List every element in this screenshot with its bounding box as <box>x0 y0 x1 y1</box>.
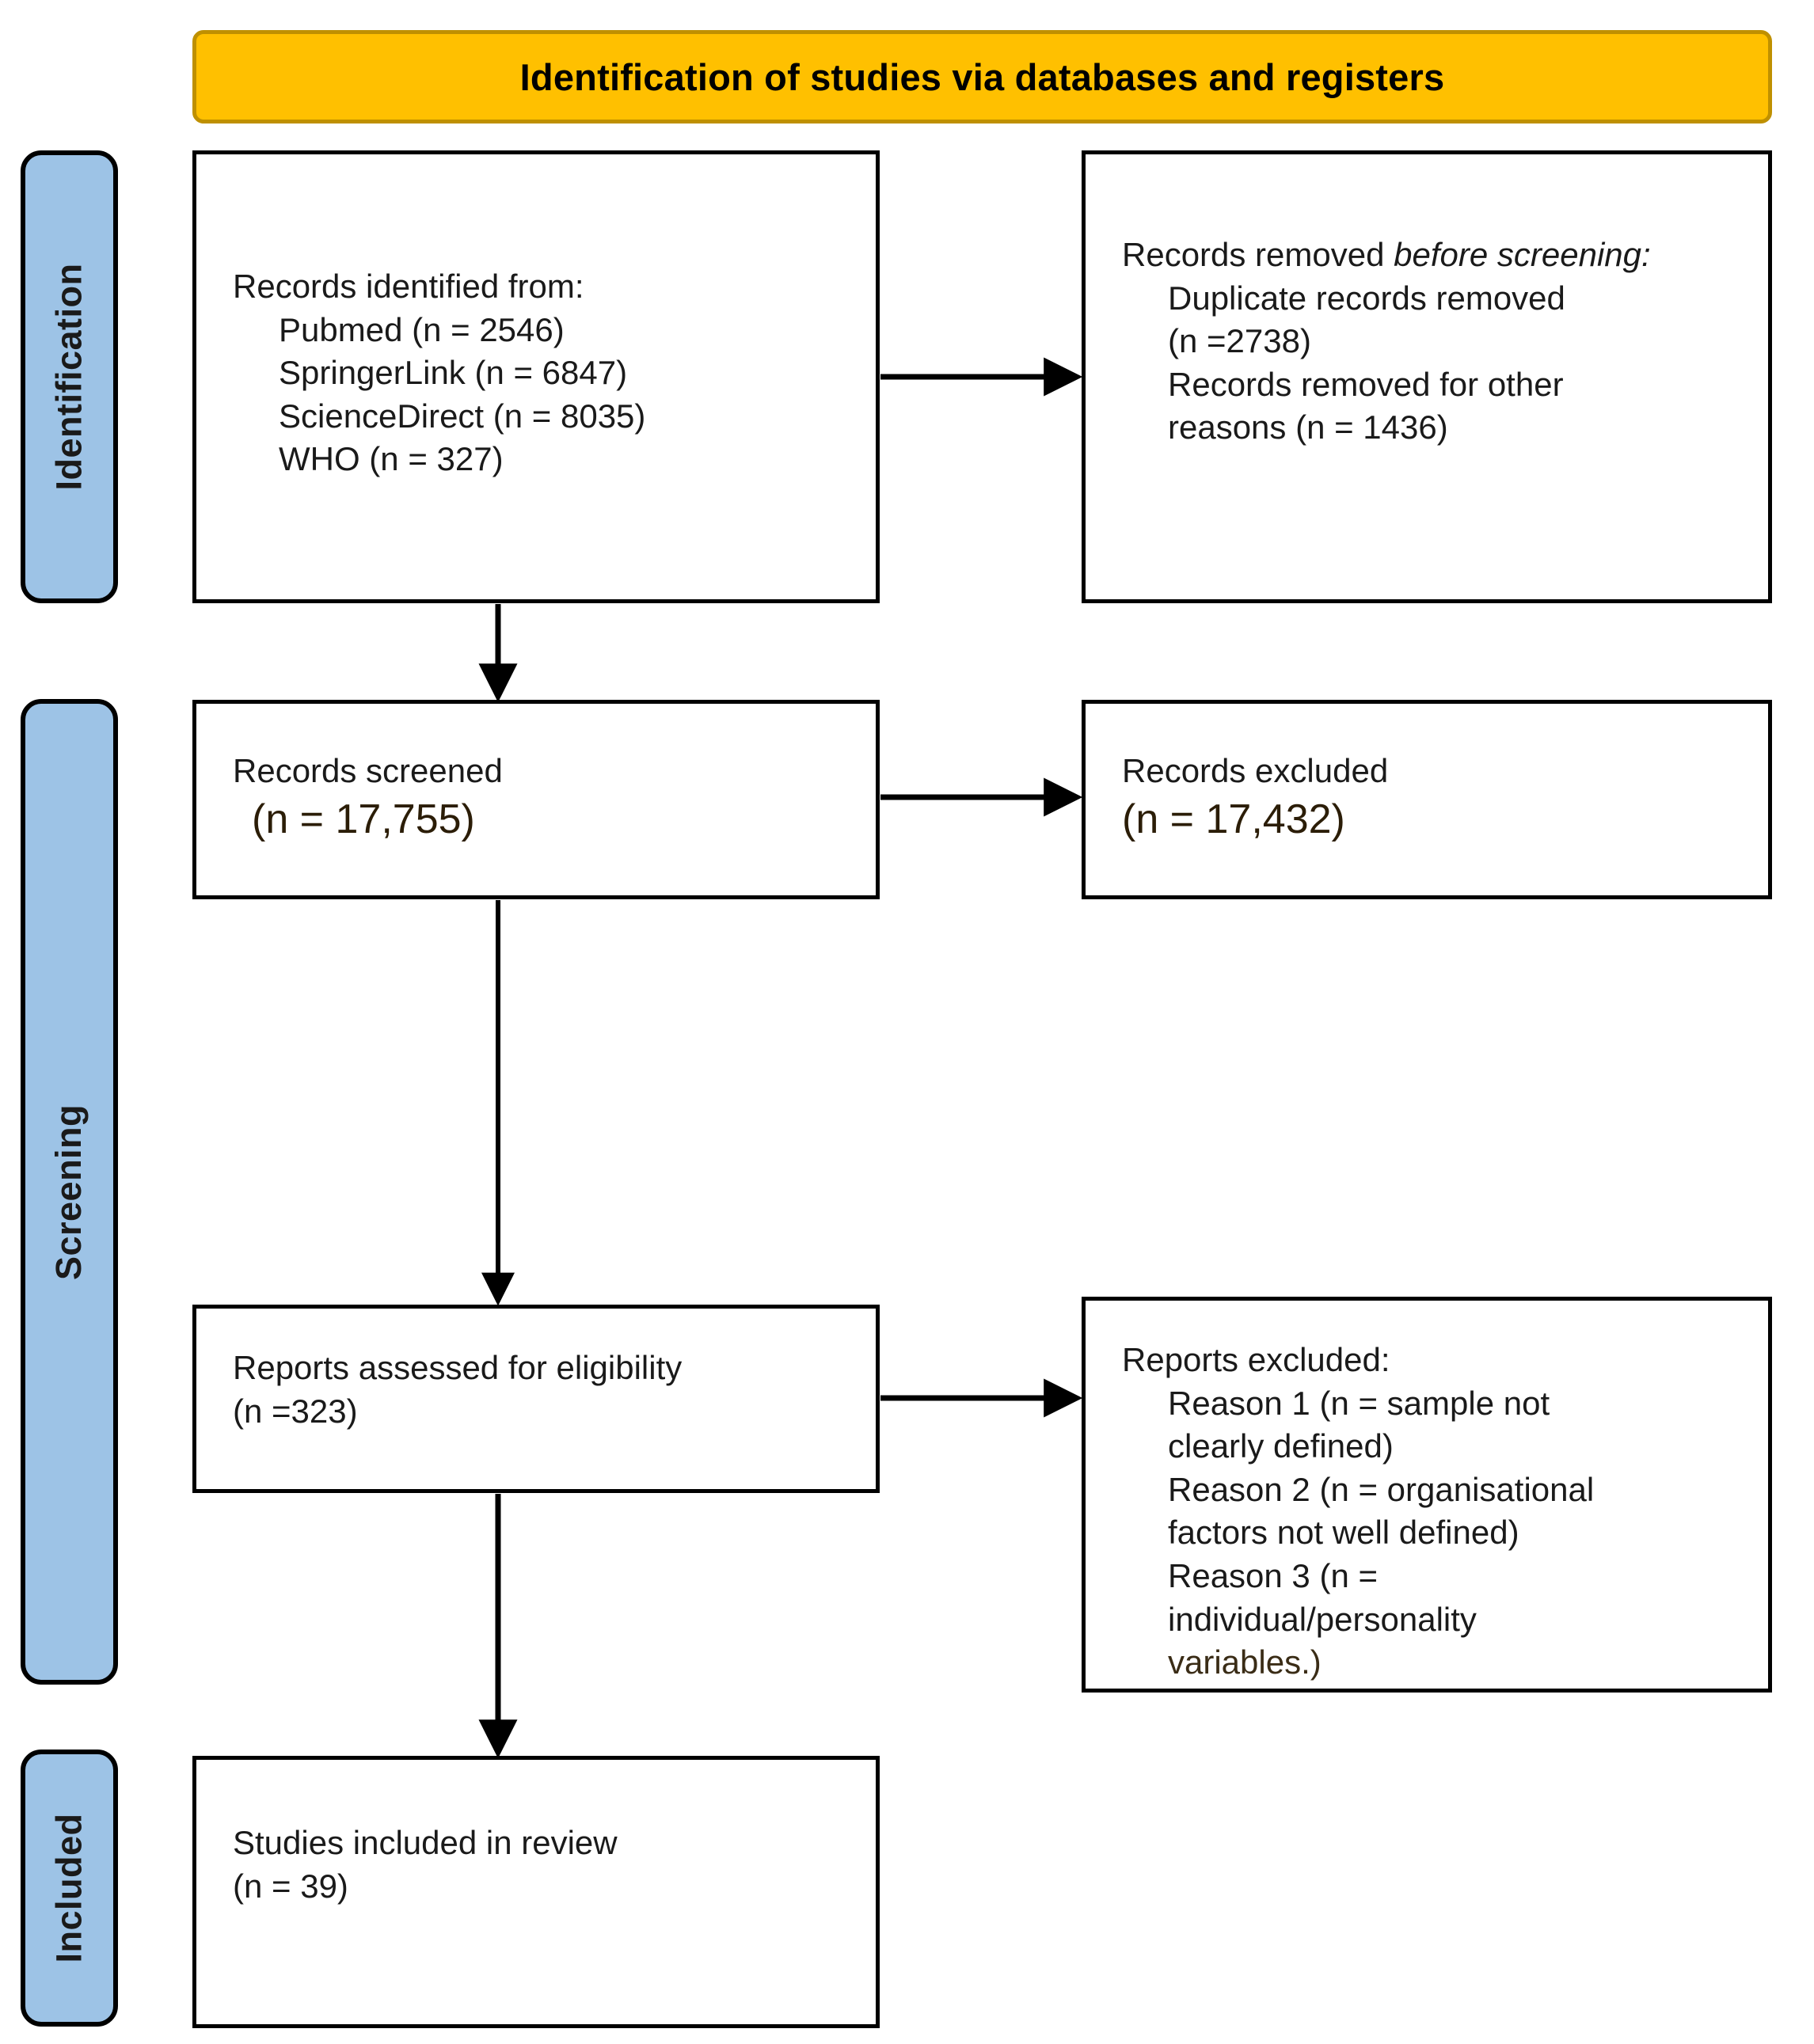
records-removed-title-lead: Records removed <box>1122 236 1394 273</box>
box-records-excluded: Records excluded (n = 17,432) <box>1082 700 1772 899</box>
diagram-header-banner: Identification of studies via databases … <box>192 30 1772 123</box>
source-who: WHO (n = 327) <box>279 440 504 478</box>
records-excluded-label: Records excluded <box>1122 752 1389 789</box>
other-reasons-removed-count: reasons (n = 1436) <box>1168 408 1448 446</box>
duplicate-records-removed-count: (n =2738) <box>1168 322 1311 360</box>
records-identified-title: Records identified from: <box>233 268 584 305</box>
duplicate-records-removed-label: Duplicate records removed <box>1168 279 1565 317</box>
source-sciencedirect: ScienceDirect (n = 8035) <box>279 397 646 435</box>
studies-included-label: Studies included in review <box>233 1824 618 1861</box>
source-pubmed: Pubmed (n = 2546) <box>279 310 565 348</box>
stage-rail-included: Included <box>21 1750 118 2027</box>
reports-assessed-count: (n =323) <box>233 1392 358 1430</box>
reason-3-line-1: Reason 3 (n = <box>1168 1556 1379 1594</box>
box-records-excluded-content: Records excluded (n = 17,432) <box>1122 750 1752 846</box>
reports-excluded-title: Reports excluded: <box>1122 1341 1390 1378</box>
box-records-removed-before-screening: Records removed before screening: Duplic… <box>1082 150 1772 603</box>
stage-rail-identification: Identification <box>21 150 118 603</box>
reports-assessed-label: Reports assessed for eligibility <box>233 1349 683 1386</box>
records-screened-label: Records screened <box>233 752 503 789</box>
records-screened-count: (n = 17,755) <box>252 796 475 842</box>
box-reports-excluded: Reports excluded: Reason 1 (n = sample n… <box>1082 1297 1772 1693</box>
box-studies-included: Studies included in review (n = 39) <box>192 1756 880 2028</box>
records-removed-title-colon: : <box>1641 236 1651 273</box>
reason-1-line-2: clearly defined) <box>1168 1427 1394 1465</box>
box-records-identified-content: Records identified from: Pubmed (n = 254… <box>233 265 860 481</box>
box-studies-included-content: Studies included in review (n = 39) <box>233 1822 860 1908</box>
box-records-screened: Records screened (n = 17,755) <box>192 700 880 899</box>
page-title: Identification of studies via databases … <box>519 55 1445 98</box>
records-removed-title: Records removed before screening: <box>1122 234 1752 277</box>
box-records-identified: Records identified from: Pubmed (n = 254… <box>192 150 880 603</box>
box-reports-assessed-content: Reports assessed for eligibility (n =323… <box>233 1347 860 1433</box>
other-reasons-removed-label: Records removed for other <box>1168 365 1564 403</box>
stage-rail-included-label: Included <box>48 1813 89 1963</box>
records-excluded-count: (n = 17,432) <box>1122 796 1345 842</box>
reason-1-line-1: Reason 1 (n = sample not <box>1168 1384 1550 1422</box>
reason-2-line-2: factors not well defined) <box>1168 1514 1519 1552</box>
records-removed-title-italic: before screening <box>1394 236 1642 273</box>
source-springerlink: SpringerLink (n = 6847) <box>279 354 628 392</box>
box-records-removed-content: Records removed before screening: Duplic… <box>1122 234 1752 450</box>
stage-rail-screening: Screening <box>21 699 118 1685</box>
reason-3-line-2: individual/personality <box>1168 1600 1477 1638</box>
reason-3-line-3: variables.) <box>1168 1643 1322 1681</box>
stage-rail-identification-label: Identification <box>48 263 89 491</box>
box-records-screened-content: Records screened (n = 17,755) <box>233 750 860 846</box>
reason-2-line-1: Reason 2 (n = organisational <box>1168 1470 1595 1508</box>
box-reports-excluded-content: Reports excluded: Reason 1 (n = sample n… <box>1122 1339 1752 1685</box>
box-reports-assessed-eligibility: Reports assessed for eligibility (n =323… <box>192 1305 880 1493</box>
studies-included-count: (n = 39) <box>233 1867 348 1905</box>
stage-rail-screening-label: Screening <box>48 1104 89 1280</box>
